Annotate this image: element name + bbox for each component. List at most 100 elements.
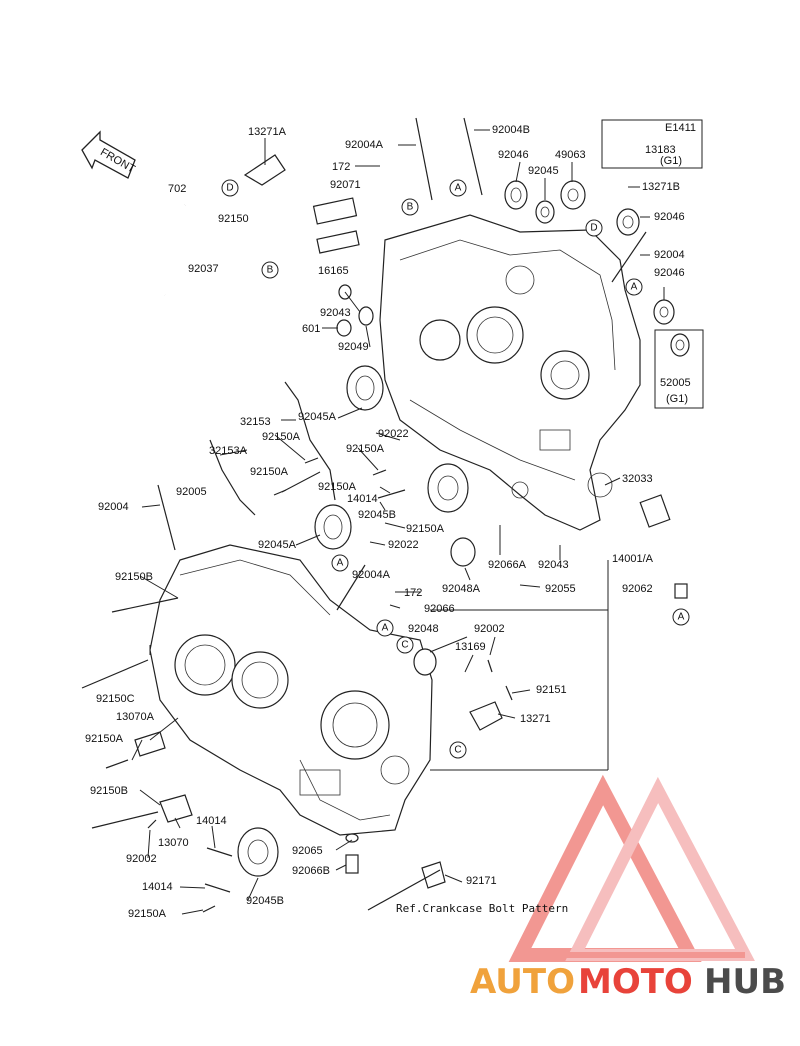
part-label: 92004B [492, 124, 530, 136]
part-label: 14014 [142, 881, 173, 893]
part-label: 92171 [466, 875, 497, 887]
part-label: (G1) [660, 155, 682, 167]
svg-text:D: D [226, 183, 233, 194]
watermark-auto: AUTO [470, 962, 575, 1002]
part-label: 14001/A [612, 553, 654, 565]
part-label: 92150B [115, 571, 153, 583]
part-label: 13271 [520, 713, 551, 725]
part-label: 92065 [292, 845, 323, 857]
diagram-code: E1411 [665, 122, 696, 134]
part-label: 92066 [424, 603, 455, 615]
callout-a-marker: A [376, 619, 394, 637]
filter-32033 [639, 494, 671, 528]
oil-pipe-32153A [209, 439, 256, 516]
svg-text:B: B [267, 265, 274, 276]
part-label: 92151 [536, 684, 567, 696]
part-label: 92043 [538, 559, 569, 571]
part-label: 16165 [318, 265, 349, 277]
part-label: 92045A [258, 539, 297, 551]
part-label: 92046 [498, 149, 529, 161]
drain-plug [345, 833, 359, 874]
callout-c-marker: C [449, 741, 467, 759]
gasket-92071 [312, 197, 358, 225]
bearing-92045-top [535, 200, 555, 224]
part-label: 92150B [90, 785, 128, 797]
part-label: 32033 [622, 473, 653, 485]
part-label: 92045B [358, 509, 396, 521]
part-label: 172 [404, 587, 422, 599]
bearing-92046-right2 [653, 299, 675, 325]
bearing-92045A-upper [346, 365, 384, 411]
part-label: 92150A [262, 431, 301, 443]
part-label: 92045 [528, 165, 559, 177]
callout-b-marker: B [261, 261, 279, 279]
part-label: 92045B [246, 895, 284, 907]
svg-text:B: B [407, 202, 414, 213]
bearing-92048A [450, 537, 476, 567]
svg-text:C: C [401, 640, 408, 651]
callout-b-marker: B [401, 198, 419, 216]
part-label: 92022 [378, 428, 409, 440]
studs [157, 117, 647, 611]
upper-crankcase [379, 214, 641, 531]
callout-c-marker: C [396, 636, 414, 654]
part-label: 172 [332, 161, 350, 173]
part-label: 92005 [176, 486, 207, 498]
bearing-92045B-upper [427, 463, 469, 513]
part-label: 13169 [455, 641, 486, 653]
part-label: 92004 [654, 249, 685, 261]
bearing-92046-right [616, 208, 640, 236]
oil-pipe-32153 [284, 381, 336, 501]
part-label: 92150 [218, 213, 249, 225]
part-label: 601 [302, 323, 320, 335]
bearing-92046-top [504, 180, 528, 210]
callout-a-marker: A [449, 179, 467, 197]
part-label: 92048 [408, 623, 439, 635]
part-label: 92002 [126, 853, 157, 865]
part-label: 92150A [406, 523, 445, 535]
reference-note: Ref.Crankcase Bolt Pattern [396, 902, 568, 915]
plate-13271 [469, 701, 503, 731]
part-label: 92046 [654, 267, 685, 279]
bearing-49063 [560, 180, 586, 210]
watermark-hub: HUB [704, 962, 786, 1002]
svg-text:A: A [678, 612, 685, 623]
svg-text:A: A [455, 183, 462, 194]
part-label: 702 [168, 183, 186, 195]
ring-601 [336, 319, 352, 337]
part-label: 92150A [346, 443, 385, 455]
callout-markers: A B D B D A A A C C A [221, 179, 690, 759]
callout-a-marker: A [672, 608, 690, 626]
diagram-code-box: E1411 [601, 119, 703, 169]
callout-a-marker: A [331, 554, 349, 572]
leader-lines [131, 129, 665, 915]
part-label: 13271A [248, 126, 287, 138]
plug-92062 [674, 583, 688, 599]
svg-text:D: D [590, 223, 597, 234]
plate-16165 [316, 230, 360, 254]
svg-text:C: C [454, 745, 461, 756]
bearing-92045A-lower [314, 504, 352, 550]
clip-92171 [421, 861, 446, 889]
bearing-92048 [413, 648, 437, 676]
svg-text:A: A [337, 558, 344, 569]
part-label: 32153A [209, 445, 248, 457]
part-label: 92004A [345, 139, 384, 151]
part-label: 14014 [196, 815, 227, 827]
links-14014 [204, 489, 406, 893]
hose-702 [155, 201, 188, 296]
seal-52005 [670, 333, 690, 357]
svg-text:A: A [631, 282, 638, 293]
watermark-logo [508, 774, 755, 962]
part-label: 92037 [188, 263, 219, 275]
bearing-92045B-lower [237, 827, 279, 877]
part-label: 92150A [318, 481, 357, 493]
callout-d-marker: D [585, 219, 603, 237]
part-label: 13070A [116, 711, 155, 723]
group-bracket [430, 560, 609, 771]
part-label: 49063 [555, 149, 586, 161]
seal-92049 [358, 306, 374, 326]
bracket-13070A [134, 731, 166, 757]
bolts [81, 457, 513, 913]
part-label: 92150A [250, 466, 289, 478]
